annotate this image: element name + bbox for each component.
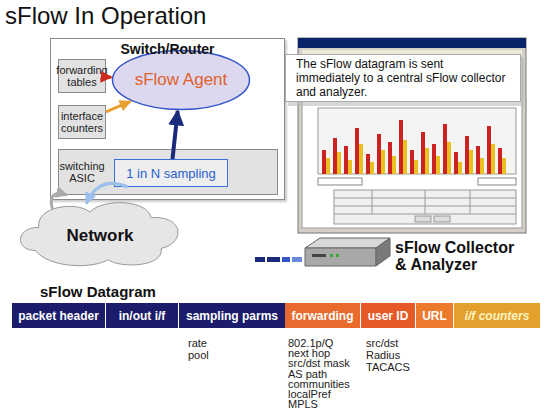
field-detail: src/dst mask	[288, 357, 350, 369]
node-text: user ID	[368, 309, 409, 323]
field-detail: next hop	[288, 347, 330, 359]
datagram-field: sampling parms	[178, 303, 285, 328]
chart-bars	[322, 120, 506, 174]
diagram-title: sFlow In Operation	[5, 2, 206, 30]
asic-box: switching ASIC 1 in N sampling	[58, 149, 278, 195]
window-titlebar	[298, 38, 526, 48]
callout-box: The sFlow datagram is sent immediately t…	[285, 54, 521, 102]
node-text: forwarding	[292, 309, 354, 323]
chart-area	[318, 108, 516, 174]
counter-box: interface counters	[58, 105, 106, 139]
connector-arrow	[106, 101, 130, 111]
field-detail: AS path	[288, 368, 327, 380]
device-label: sFlow Collector & Analyzer	[395, 239, 520, 273]
filter-table	[334, 190, 516, 224]
node-text: interface counters	[59, 110, 105, 134]
datagram-stripes	[255, 257, 302, 262]
field-detail: rate	[188, 337, 207, 349]
node-text: i/f counters	[465, 309, 530, 323]
node-text: packet header	[18, 309, 99, 323]
node-text: Network	[66, 220, 133, 246]
connector-arrow	[51, 194, 67, 209]
field-detail: src/dst	[366, 337, 398, 349]
switch-router-box: Switch/Router forwarding tables interface …	[50, 38, 285, 200]
agent-ellipse: sFlow Agent	[111, 49, 251, 111]
datagram-field: in/out i/f	[105, 303, 178, 328]
connector-arrow	[173, 111, 178, 159]
sampling-box: 1 in N sampling	[114, 159, 228, 187]
dropdown	[318, 178, 362, 185]
datagram-field: packet header	[12, 303, 105, 328]
field-detail: pool	[188, 349, 209, 361]
node-text: sampling parms	[186, 309, 278, 323]
network-cloud: Network	[15, 198, 185, 268]
node-text: sFlow Agent	[135, 70, 228, 90]
field-detail: MPLS	[288, 398, 318, 410]
dropdown	[478, 178, 516, 185]
datagram-field: i/f counters	[453, 303, 540, 328]
datagram-field: forwarding	[285, 303, 360, 328]
node-text: The sFlow datagram is sent immediately t…	[296, 57, 510, 99]
field-detail: TACACS	[366, 361, 410, 373]
datagram-field: URL	[415, 303, 453, 328]
node-text: Switch/Router	[120, 39, 214, 57]
connector-arrow	[86, 183, 127, 203]
field-detail: communities	[288, 378, 350, 390]
node-text: in/out i/f	[119, 309, 166, 323]
node-text: forwarding tables	[56, 64, 107, 88]
table-box: forwarding tables	[58, 59, 106, 93]
node-text: 1 in N sampling	[126, 166, 216, 181]
field-detail: Radius	[366, 349, 400, 361]
node-text: switching ASIC	[59, 160, 105, 184]
section-label: sFlow Datagram	[40, 283, 156, 300]
node-text: URL	[422, 309, 447, 323]
collector-device	[305, 238, 390, 266]
connector-arrow	[106, 75, 111, 78]
datagram-field: user ID	[360, 303, 415, 328]
